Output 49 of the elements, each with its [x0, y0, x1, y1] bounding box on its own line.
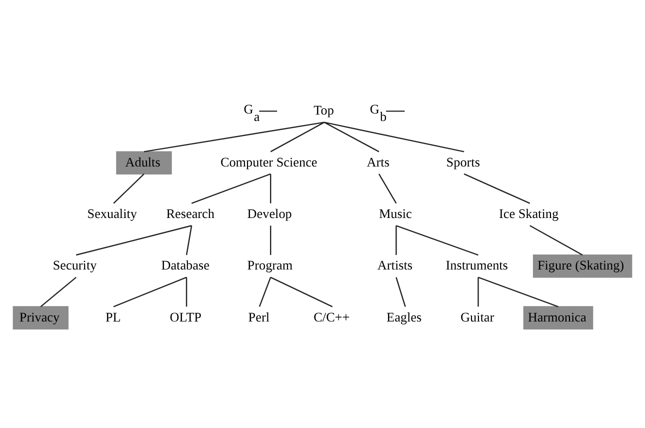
node-text: Security: [52, 257, 97, 272]
connector: [191, 172, 271, 204]
connector: [270, 173, 272, 203]
node-text: Research: [166, 205, 214, 220]
connector: [144, 121, 324, 152]
node-text: C/C++: [314, 308, 350, 324]
node-text: Music: [378, 205, 412, 220]
connector: [478, 276, 558, 307]
node-text: Arts: [366, 154, 390, 169]
connector: [396, 225, 397, 255]
connector: [270, 225, 272, 255]
node-box: Adults: [116, 150, 172, 174]
connector: [530, 224, 583, 256]
connector: [464, 172, 530, 204]
node-text: Sexuality: [87, 205, 137, 220]
node-box: Figure (Skating): [532, 254, 632, 278]
node-text: Top: [314, 102, 334, 118]
connector: [324, 121, 380, 152]
node-text: Eagles: [386, 308, 422, 324]
node-text: Perl: [248, 308, 270, 324]
node-text: Computer Science: [220, 154, 318, 169]
connector: [113, 173, 144, 204]
connector: [258, 276, 272, 306]
connector: [324, 121, 464, 152]
node-box: Harmonica: [523, 306, 594, 329]
node-text: Ice Skating: [498, 205, 559, 220]
connector: [186, 276, 188, 306]
node-text: Sports: [446, 154, 480, 169]
node-text: Program: [247, 257, 293, 272]
connector: [396, 224, 478, 256]
connector: [186, 225, 192, 255]
node-text: Database: [161, 257, 210, 272]
node-text: Artists: [377, 257, 413, 272]
connector: [478, 276, 479, 306]
connector: [40, 276, 77, 307]
connector: [386, 110, 405, 112]
node-text: Develop: [247, 205, 292, 220]
connector: [259, 110, 278, 112]
node-text: PL: [106, 308, 121, 324]
node-text: Instruments: [446, 257, 508, 272]
connector: [378, 173, 397, 204]
connector: [270, 276, 333, 307]
connector: [270, 121, 325, 152]
connector: [76, 224, 192, 256]
connector: [396, 276, 406, 306]
node-box: Privacy: [12, 306, 69, 329]
node-text: OLTP: [170, 308, 202, 324]
connector: [113, 276, 187, 307]
node-text: Guitar: [460, 308, 494, 324]
